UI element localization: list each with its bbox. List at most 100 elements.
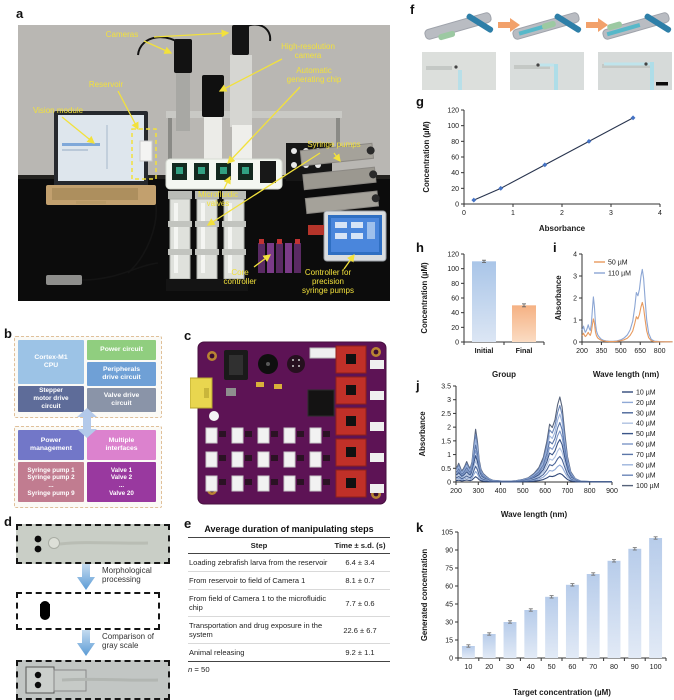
block-multiple-interfaces: Multiple interfaces: [87, 430, 156, 460]
svg-text:70 µM: 70 µM: [636, 452, 656, 459]
panel-label-k: k: [416, 520, 424, 535]
svg-text:900: 900: [606, 488, 618, 495]
panel-label-i: i: [553, 240, 557, 255]
block-peripherals-drive: Peripherals drive circuit: [87, 362, 156, 386]
svg-text:40: 40: [527, 662, 535, 671]
svg-text:2: 2: [447, 425, 451, 432]
panel-label-h: h: [416, 240, 424, 255]
block-stepper-motor-drive: Stepper motor drive circuit: [18, 386, 84, 412]
step-arrow-icon: [498, 18, 520, 32]
bidirectional-arrow-icon: [77, 408, 97, 438]
panel-f-sequence: [420, 6, 674, 94]
arrow2-label: Comparison of gray scale: [102, 632, 155, 651]
svg-text:Absorbance: Absorbance: [554, 275, 563, 321]
svg-text:Initial: Initial: [475, 346, 494, 355]
svg-text:40: 40: [451, 310, 459, 317]
svg-text:80: 80: [451, 281, 459, 288]
svg-text:Concentration (µM): Concentration (µM): [420, 262, 429, 334]
svg-text:20: 20: [451, 325, 459, 332]
svg-text:Wave length (nm): Wave length (nm): [593, 370, 660, 379]
svg-text:60: 60: [451, 296, 459, 303]
annotation-pump-controller: Controller for precision syringe pumps: [301, 268, 355, 295]
svg-text:600: 600: [539, 488, 551, 495]
annotation-reservoir: Reservoir: [88, 80, 124, 89]
svg-text:3.5: 3.5: [441, 384, 451, 391]
grayscale-compare-box: [16, 660, 170, 700]
svg-text:2: 2: [560, 210, 564, 217]
svg-text:120: 120: [447, 108, 459, 115]
svg-text:2: 2: [573, 296, 577, 303]
svg-text:1: 1: [573, 318, 577, 325]
controller-group-box: Cortex-M1 CPU Stepper motor drive circui…: [14, 336, 162, 418]
svg-text:500: 500: [615, 348, 627, 355]
binary-larva-image: [40, 601, 50, 620]
svg-text:2.5: 2.5: [441, 411, 451, 418]
step-arrow-icon: [586, 18, 608, 32]
svg-text:1: 1: [447, 452, 451, 459]
annotation-syringe-pumps: Syringe pumps: [307, 140, 361, 149]
panel-label-j: j: [416, 378, 420, 393]
annotation-high-res-camera: High-resolution camera: [281, 42, 335, 60]
svg-text:15: 15: [445, 638, 453, 645]
svg-text:800: 800: [584, 488, 596, 495]
svg-text:80 µM: 80 µM: [636, 462, 656, 469]
svg-text:30: 30: [445, 620, 453, 627]
time-value: 9.2 ± 1.1: [330, 643, 390, 662]
svg-text:80: 80: [451, 139, 459, 146]
time-value: 8.1 ± 0.7: [330, 571, 390, 590]
svg-text:0: 0: [573, 340, 577, 347]
svg-text:0: 0: [455, 202, 459, 209]
actuator-group-box: Power management Multiple interfaces Syr…: [14, 426, 162, 508]
svg-text:650: 650: [634, 348, 646, 355]
panel-label-a: a: [16, 6, 24, 21]
svg-text:Target concentration (µM): Target concentration (µM): [513, 688, 611, 697]
loading-sequence-illustration: [422, 12, 672, 90]
panel-d-flow: Morphological processing Comparison of g…: [14, 524, 182, 700]
svg-text:60: 60: [445, 584, 453, 591]
table-row: From field of Camera 1 to the microfluid…: [188, 589, 390, 617]
svg-text:1: 1: [511, 210, 515, 217]
svg-text:Wave length (nm): Wave length (nm): [501, 510, 568, 519]
svg-text:50 µM: 50 µM: [636, 431, 656, 438]
panel-c-pcb: [189, 338, 392, 508]
svg-text:0.5: 0.5: [441, 466, 451, 473]
svg-text:30 µM: 30 µM: [636, 410, 656, 417]
svg-text:Absorbance: Absorbance: [418, 411, 427, 457]
duration-table-rows: Loading zebrafish larva from the reservo…: [188, 553, 390, 662]
annotation-core-controller: Core controller: [223, 268, 257, 286]
larva-photo-box: [16, 524, 170, 564]
time-value: 7.7 ± 0.6: [330, 589, 390, 617]
svg-text:90 µM: 90 µM: [636, 473, 656, 480]
svg-text:0: 0: [455, 340, 459, 347]
svg-text:20: 20: [451, 186, 459, 193]
table-footnote: n = 50: [188, 665, 210, 674]
panel-label-d: d: [4, 514, 12, 529]
svg-text:20 µM: 20 µM: [636, 400, 656, 407]
svg-text:3: 3: [447, 397, 451, 404]
svg-text:45: 45: [445, 602, 453, 609]
svg-text:350: 350: [596, 348, 608, 355]
panel-label-g: g: [416, 94, 424, 109]
svg-text:60 µM: 60 µM: [636, 442, 656, 449]
svg-text:50 µM: 50 µM: [608, 260, 628, 267]
step-name: Animal releasing: [188, 643, 330, 662]
step-name: Loading zebrafish larva from the reservo…: [188, 553, 330, 572]
svg-text:100: 100: [447, 123, 459, 130]
svg-text:Concentration (µM): Concentration (µM): [422, 121, 431, 193]
annotation-microfluidic-valves: Microfluidic valves: [197, 190, 239, 208]
svg-text:500: 500: [517, 488, 529, 495]
svg-text:Final: Final: [516, 346, 533, 355]
block-valve-list: Valve 1 Valve 2 ... Valve 20: [87, 462, 156, 502]
svg-text:10 µM: 10 µM: [636, 390, 656, 397]
svg-text:90: 90: [631, 662, 639, 671]
step-name: From field of Camera 1 to the microfluid…: [188, 589, 330, 617]
block-power-circuit: Power circuit: [87, 340, 156, 360]
svg-text:300: 300: [472, 488, 484, 495]
svg-text:50: 50: [548, 662, 556, 671]
svg-text:40: 40: [451, 170, 459, 177]
column-header-time: Time ± s.d. (s): [330, 537, 390, 554]
